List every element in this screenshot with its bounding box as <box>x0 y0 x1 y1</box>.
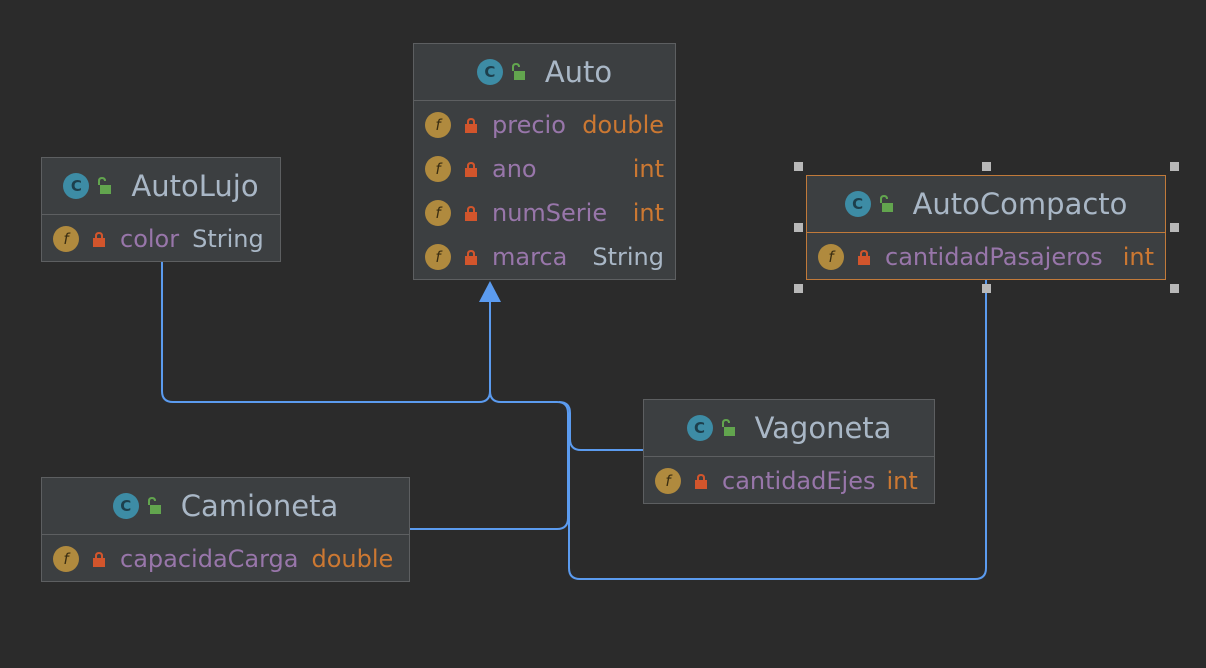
field-icon: f <box>425 156 451 182</box>
field-name: marca <box>492 243 568 271</box>
field-name: ano <box>492 155 537 183</box>
edge-autolujo-auto[interactable] <box>161 262 491 403</box>
resize-handle-top-left[interactable] <box>794 162 803 171</box>
inheritance-arrowhead <box>479 281 501 302</box>
class-vagoneta[interactable]: C Vagoneta f cantidadEjes int <box>643 399 935 504</box>
field-row[interactable]: f cantidadEjes int <box>644 459 934 503</box>
field-name: cantidadEjes <box>722 467 876 495</box>
class-name: Auto <box>544 55 613 89</box>
class-name: AutoCompacto <box>912 187 1128 221</box>
class-auto[interactable]: C Auto f precio double f ano int f numSe… <box>413 43 676 280</box>
lock-icon <box>93 551 105 567</box>
resize-handle-top[interactable] <box>982 162 991 171</box>
class-name: Vagoneta <box>754 411 892 445</box>
lock-icon <box>465 161 477 177</box>
edge-camioneta-auto[interactable] <box>410 390 569 530</box>
field-name: capacidaCarga <box>120 545 299 573</box>
field-name: color <box>120 225 180 253</box>
lock-icon <box>465 205 477 221</box>
class-icon: C <box>112 493 139 519</box>
class-name: Camioneta <box>180 489 339 523</box>
class-vagoneta-header[interactable]: C Vagoneta <box>644 400 934 457</box>
field-row[interactable]: f cantidadPasajeros int <box>807 235 1165 279</box>
class-camioneta[interactable]: C Camioneta f capacidaCarga double <box>41 477 410 582</box>
field-type: int <box>632 199 664 227</box>
class-autocompacto[interactable]: C AutoCompacto f cantidadPasajeros int <box>806 175 1166 280</box>
unlock-icon <box>98 177 112 194</box>
field-row[interactable]: f precio double <box>414 103 675 147</box>
class-icon: C <box>63 173 90 199</box>
lock-icon <box>695 473 707 489</box>
field-icon: f <box>655 468 681 494</box>
class-camioneta-header[interactable]: C Camioneta <box>42 478 409 535</box>
field-icon: f <box>425 200 451 226</box>
field-row[interactable]: f ano int <box>414 147 675 191</box>
class-name: AutoLujo <box>131 169 259 203</box>
resize-handle-top-right[interactable] <box>1170 162 1179 171</box>
class-autolujo-header[interactable]: C AutoLujo <box>42 158 280 215</box>
field-type: int <box>1122 243 1154 271</box>
lock-icon <box>465 117 477 133</box>
field-name: cantidadPasajeros <box>885 243 1103 271</box>
resize-handle-bottom-left[interactable] <box>794 284 803 293</box>
field-icon: f <box>425 244 451 270</box>
unlock-icon <box>721 419 735 436</box>
unlock-icon <box>511 63 525 80</box>
field-icon: f <box>53 226 79 252</box>
field-row[interactable]: f color String <box>42 217 280 261</box>
field-icon: f <box>818 244 844 270</box>
field-type: int <box>886 467 918 495</box>
class-icon: C <box>686 415 713 441</box>
resize-handle-bottom-right[interactable] <box>1170 284 1179 293</box>
field-icon: f <box>53 546 79 572</box>
class-autocompacto-header[interactable]: C AutoCompacto <box>807 176 1165 233</box>
class-autolujo[interactable]: C AutoLujo f color String <box>41 157 281 262</box>
field-type: int <box>632 155 664 183</box>
field-row[interactable]: f numSerie int <box>414 191 675 235</box>
edge-vagoneta-auto[interactable] <box>558 401 644 451</box>
field-type: double <box>311 545 394 573</box>
lock-icon <box>465 249 477 265</box>
field-type: String <box>592 243 664 271</box>
field-name: numSerie <box>492 199 608 227</box>
lock-icon <box>858 249 870 265</box>
field-row[interactable]: f marca String <box>414 235 675 279</box>
resize-handle-bottom[interactable] <box>982 284 991 293</box>
unlock-icon <box>879 195 893 212</box>
unlock-icon <box>147 497 161 514</box>
field-type: String <box>192 225 264 253</box>
class-icon: C <box>476 59 503 85</box>
field-row[interactable]: f capacidaCarga double <box>42 537 409 581</box>
class-icon: C <box>844 191 871 217</box>
resize-handle-left[interactable] <box>794 223 803 232</box>
field-name: precio <box>492 111 566 139</box>
resize-handle-right[interactable] <box>1170 223 1179 232</box>
lock-icon <box>93 231 105 247</box>
field-icon: f <box>425 112 451 138</box>
field-type: double <box>582 111 664 139</box>
class-auto-header[interactable]: C Auto <box>414 44 675 101</box>
